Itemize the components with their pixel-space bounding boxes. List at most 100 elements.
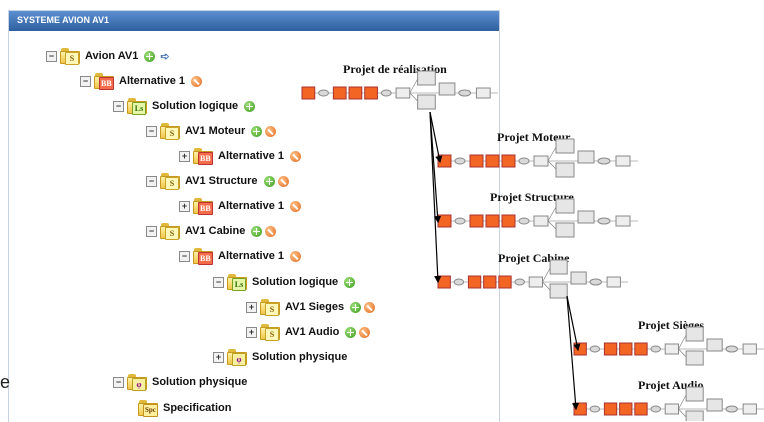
flow-node bbox=[650, 345, 661, 353]
expand-icon[interactable]: + bbox=[179, 200, 190, 212]
expand-icon[interactable]: + bbox=[246, 301, 257, 313]
flow-node bbox=[318, 89, 329, 97]
tree-node-label[interactable]: Specification bbox=[163, 402, 232, 414]
tree-node[interactable]: +S AV1 Sieges bbox=[246, 298, 376, 316]
remove-icon[interactable] bbox=[359, 326, 371, 338]
add-icon[interactable] bbox=[344, 276, 356, 288]
collapse-icon[interactable]: − bbox=[146, 225, 157, 237]
flow-start-task bbox=[437, 275, 451, 289]
add-icon[interactable] bbox=[345, 326, 357, 338]
collapse-icon[interactable]: − bbox=[179, 250, 190, 262]
node-type-badge: BB bbox=[198, 252, 213, 265]
add-icon[interactable] bbox=[144, 50, 156, 62]
flow-start-task bbox=[301, 86, 316, 100]
navigate-arrow-icon[interactable]: ➪ bbox=[160, 50, 170, 63]
flow-node bbox=[589, 405, 601, 413]
tree-node[interactable]: −BB Alternative 1 bbox=[179, 247, 302, 265]
flow-task bbox=[619, 402, 633, 416]
flow-task bbox=[501, 214, 516, 228]
tree-node[interactable]: −S AV1 Cabine bbox=[146, 222, 277, 240]
collapse-icon[interactable]: − bbox=[213, 276, 224, 288]
tree-node-label[interactable]: Solution physique bbox=[152, 376, 248, 388]
tree-node-label[interactable]: Alternative 1 bbox=[218, 150, 285, 162]
remove-icon[interactable] bbox=[277, 175, 289, 187]
tree-node-label[interactable]: Alternative 1 bbox=[218, 200, 285, 212]
tree-node-label[interactable]: AV1 Moteur bbox=[185, 125, 246, 137]
flow-end-step bbox=[475, 87, 491, 99]
add-icon[interactable] bbox=[244, 100, 256, 112]
folder-icon: S bbox=[160, 223, 180, 240]
add-icon[interactable] bbox=[350, 301, 362, 313]
flow-start-task bbox=[437, 214, 452, 228]
flow-step bbox=[685, 326, 704, 342]
flow-node bbox=[589, 345, 601, 353]
flow-task bbox=[469, 214, 484, 228]
flow-end-step bbox=[606, 276, 621, 288]
remove-icon[interactable] bbox=[290, 150, 302, 162]
collapse-icon[interactable]: − bbox=[80, 75, 91, 87]
tree-node-label[interactable]: Alternative 1 bbox=[119, 75, 186, 87]
flow-step bbox=[555, 162, 575, 178]
flow-step bbox=[533, 215, 549, 227]
flow-node bbox=[454, 217, 466, 225]
project-flow-diagram bbox=[437, 198, 638, 238]
tree-node-label[interactable]: AV1 Sieges bbox=[285, 301, 345, 313]
tree-node-label[interactable]: Avion AV1 bbox=[85, 50, 139, 62]
flow-step bbox=[555, 222, 575, 238]
tree-node-label[interactable]: AV1 Audio bbox=[285, 326, 340, 338]
flow-node bbox=[518, 217, 530, 225]
flow-node bbox=[454, 157, 466, 165]
add-icon[interactable] bbox=[251, 125, 263, 137]
remove-icon[interactable] bbox=[265, 225, 277, 237]
tree-node-label[interactable]: Alternative 1 bbox=[218, 250, 285, 262]
project-flow-diagram bbox=[573, 386, 764, 421]
tree-node-label[interactable]: Solution logique bbox=[152, 100, 239, 112]
remove-icon[interactable] bbox=[191, 75, 203, 87]
expand-icon[interactable]: + bbox=[246, 326, 257, 338]
tree-node-label[interactable]: AV1 Cabine bbox=[185, 225, 246, 237]
tree-node[interactable]: −S AV1 Structure bbox=[146, 172, 289, 190]
flow-branch bbox=[547, 220, 557, 230]
remove-icon[interactable] bbox=[265, 125, 277, 137]
flow-step bbox=[685, 410, 704, 421]
collapse-icon[interactable]: − bbox=[113, 100, 124, 112]
collapse-icon[interactable]: − bbox=[146, 125, 157, 137]
remove-icon[interactable] bbox=[290, 200, 302, 212]
collapse-icon[interactable]: − bbox=[146, 175, 157, 187]
flow-end-step bbox=[742, 343, 757, 355]
flow-branch bbox=[542, 281, 551, 291]
folder-icon: S bbox=[260, 299, 280, 316]
flow-step bbox=[395, 87, 411, 99]
collapse-icon[interactable]: − bbox=[113, 376, 124, 388]
expand-icon[interactable]: + bbox=[179, 150, 190, 162]
flow-task bbox=[485, 214, 500, 228]
flow-branch bbox=[547, 146, 557, 162]
tree-node-label[interactable]: Solution physique bbox=[252, 351, 348, 363]
add-icon[interactable] bbox=[251, 225, 263, 237]
remove-icon[interactable] bbox=[364, 301, 376, 313]
project-link-arrow bbox=[566, 295, 580, 411]
flow-step bbox=[664, 403, 680, 415]
expand-icon[interactable]: + bbox=[213, 351, 224, 363]
flow-start-task bbox=[573, 342, 587, 356]
tree-node-label[interactable]: AV1 Structure bbox=[185, 175, 258, 187]
folder-icon: BB bbox=[193, 248, 213, 265]
folder-icon: S bbox=[160, 173, 180, 190]
tree-node-label[interactable]: Solution logique bbox=[252, 276, 339, 288]
collapse-icon[interactable]: − bbox=[46, 50, 57, 62]
flow-step bbox=[533, 155, 549, 167]
panel-title: SYSTEME AVION AV1 bbox=[17, 15, 110, 25]
remove-icon[interactable] bbox=[290, 250, 302, 262]
add-icon[interactable] bbox=[263, 175, 275, 187]
